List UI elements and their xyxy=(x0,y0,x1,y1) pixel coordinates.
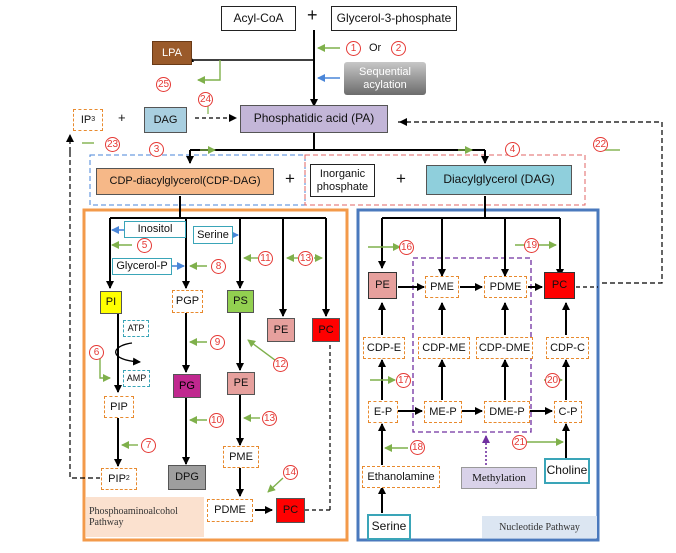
pdme-right-box: PDME xyxy=(484,276,527,298)
step-number: 18 xyxy=(410,440,425,455)
pg-box: PG xyxy=(173,374,201,398)
step-number: 7 xyxy=(141,438,156,453)
plus-top: + xyxy=(307,5,318,25)
pe-left-box: PE xyxy=(267,318,295,342)
pc-left-box: PC xyxy=(312,318,340,342)
step-number: 3 xyxy=(149,142,164,157)
plus-ip3: + xyxy=(118,110,126,125)
dag-small-box: DAG xyxy=(144,107,187,133)
plus-cdp: + xyxy=(285,169,295,188)
dpg-box: DPG xyxy=(168,465,206,490)
step-number: 6 xyxy=(89,345,104,360)
step-number: 14 xyxy=(283,465,298,480)
step-number: 2 xyxy=(391,41,406,56)
step-number: 24 xyxy=(198,92,213,107)
cdp-dme-box: CDP-DME xyxy=(476,337,533,359)
pe-right-box: PE xyxy=(368,272,397,299)
pi-box: PI xyxy=(100,291,122,314)
c-p-box: C-P xyxy=(554,401,582,423)
step-number: 12 xyxy=(273,357,288,372)
step-number: 25 xyxy=(156,77,171,92)
step-number: 9 xyxy=(210,335,225,350)
step-number: 13 xyxy=(298,251,313,266)
pc-right-box: PC xyxy=(544,272,575,299)
step-number: 19 xyxy=(524,238,539,253)
pdme-left-box: PDME xyxy=(207,499,253,522)
inorganic-phosphate-box: Inorganic phosphate xyxy=(310,164,375,197)
pgp-box: PGP xyxy=(172,290,203,313)
nucleotide-pathway-label: Nucleotide Pathway xyxy=(482,516,597,538)
step-number: 5 xyxy=(137,238,152,253)
dme-p-box: DME-P xyxy=(484,401,530,423)
inositol-box: Inositol xyxy=(124,221,186,238)
sequential-acylation-box: Sequential acylation xyxy=(344,62,426,95)
choline-box: Choline xyxy=(544,458,590,484)
cdp-dag-box: CDP-diacylglycerol(CDP-DAG) xyxy=(96,168,274,195)
step-number: 22 xyxy=(593,137,608,152)
cdp-e-box: CDP-E xyxy=(363,337,405,359)
or-label: Or xyxy=(369,42,382,54)
pc-bottom-box: PC xyxy=(276,498,305,523)
e-p-box: E-P xyxy=(368,401,398,423)
step-number: 23 xyxy=(105,137,120,152)
cdp-me-box: CDP-ME xyxy=(418,337,470,359)
ps-box: PS xyxy=(227,290,254,313)
acyl-coa-box: Acyl-CoA xyxy=(221,6,296,31)
step-number: 1 xyxy=(346,41,361,56)
step-number: 13 xyxy=(262,411,277,426)
step-number: 17 xyxy=(396,373,411,388)
cdp-c-box: CDP-C xyxy=(546,337,589,359)
nucleotide-pathway-frame xyxy=(356,208,600,542)
phosphatidic-acid-box: Phosphatidic acid (PA) xyxy=(240,105,388,133)
glycerol-p-box: Glycerol-P xyxy=(112,258,172,275)
me-p-box: ME-P xyxy=(424,401,462,423)
diacylglycerol-box: Diacylglycerol (DAG) xyxy=(426,165,572,195)
pip-box: PIP xyxy=(104,396,134,418)
serine-input-box: Serine xyxy=(193,226,233,244)
glycerol-3-phosphate-box: Glycerol-3-phosphate xyxy=(331,6,457,31)
step-number: 4 xyxy=(505,142,520,157)
lpa-box: LPA xyxy=(152,41,192,65)
step-number: 10 xyxy=(209,413,224,428)
step-number: 8 xyxy=(211,259,226,274)
step-number: 20 xyxy=(545,373,560,388)
serine-bottom-box: Serine xyxy=(367,514,411,540)
step-number: 16 xyxy=(399,240,414,255)
pme-right-box: PME xyxy=(425,276,459,298)
plus-dag: + xyxy=(396,169,406,188)
step-number: 11 xyxy=(258,251,273,266)
ethanolamine-box: Ethanolamine xyxy=(362,466,440,488)
atp-box: ATP xyxy=(123,320,149,337)
methylation-box: Methylation xyxy=(461,467,537,489)
pme-left-box: PME xyxy=(223,446,259,468)
phosphoaminoalcohol-pathway-label: Phosphoaminoalcohol Pathway xyxy=(86,497,204,537)
phosphoaminoalcohol-pathway-frame xyxy=(82,208,349,542)
amp-box: AMP xyxy=(123,370,150,387)
step-number: 21 xyxy=(512,435,527,450)
pe-mid-box: PE xyxy=(227,372,255,395)
